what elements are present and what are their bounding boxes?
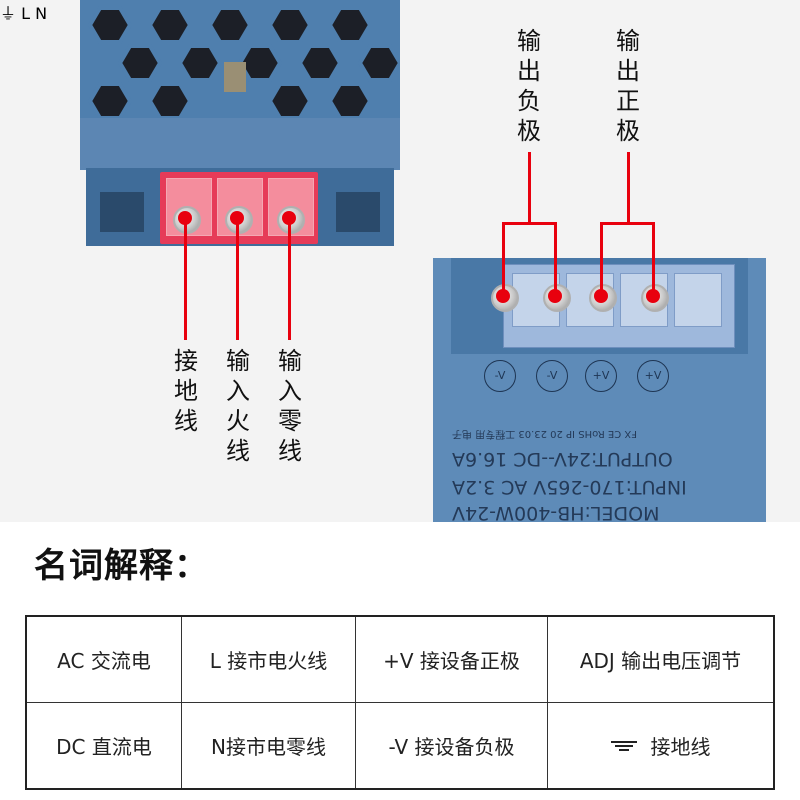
output-negative-label: 输出负极 [517, 27, 541, 145]
negative-marker-2 [548, 289, 562, 303]
input-spec-line: INPUT:170-265V AC 3.2A [452, 476, 687, 498]
legend-cell-adj: ADJ 输出电压调节 [548, 617, 773, 703]
left-label-panel [80, 118, 400, 170]
negative-marker-1 [496, 289, 510, 303]
live-leader-line [236, 224, 239, 340]
positive-marker-2 [646, 289, 660, 303]
minus-v-symbol-1: -V [484, 360, 516, 392]
positive-bracket-left [600, 222, 603, 294]
section-title: 名词解释： [34, 546, 209, 586]
neutral-symbol: N [35, 4, 48, 23]
live-symbol: L [21, 4, 31, 23]
ground-marker [178, 211, 192, 225]
legend-table: AC 交流电 L 接市电火线 +V 接设备正极 ADJ 输出电压调节 DC 直流… [25, 615, 775, 790]
negative-screw-2 [543, 284, 571, 312]
ground-symbol: ⏚ [0, 4, 17, 23]
honeycomb-vent [87, 6, 400, 120]
ground-wire-label: 接地线 [174, 347, 198, 435]
neutral-leader-line [288, 224, 291, 340]
neutral-input-label: 输入零线 [278, 347, 302, 465]
positive-marker-1 [594, 289, 608, 303]
ground-icon [610, 738, 637, 752]
output-spec-line: OUTPUT:24V--DC 16.6A [452, 448, 673, 470]
model-line: MODEL:HB-400W-24V [452, 502, 660, 522]
live-marker [230, 211, 244, 225]
positive-leader-line [627, 152, 630, 224]
legend-cell-dc: DC 直流电 [27, 702, 182, 788]
output-positive-label: 输出正极 [616, 27, 640, 145]
legend-cell-minus-v: -V 接设备负极 [356, 702, 548, 788]
live-input-label: 输入火线 [226, 347, 250, 465]
negative-bracket-left [502, 222, 505, 294]
legend-cell-l: L 接市电火线 [182, 617, 356, 703]
cert-line: FX CE RoHS IP 20 23.03 工程专用 电子 [452, 428, 637, 439]
legend-cell-ground: 接地线 [548, 703, 773, 789]
positive-bracket-right [652, 222, 655, 294]
negative-leader-line [528, 152, 531, 224]
plus-v-symbol-2: +V [637, 360, 669, 392]
product-photo: ⏚ L N 接地线 输入火线 输入零线 [0, 0, 800, 522]
ground-leader-line [184, 224, 187, 340]
left-power-supply [80, 0, 400, 170]
legend-cell-plus-v: +V 接设备正极 [356, 617, 548, 703]
dc-terminal-block [503, 264, 735, 348]
legend-cell-ac: AC 交流电 [27, 617, 182, 703]
negative-bracket-right [554, 222, 557, 294]
legend-ground-label: 接地线 [650, 734, 711, 759]
neutral-marker [282, 211, 296, 225]
minus-v-symbol-2: -V [536, 360, 568, 392]
legend-cell-n: N接市电零线 [182, 702, 356, 788]
plus-v-symbol-1: +V [585, 360, 617, 392]
